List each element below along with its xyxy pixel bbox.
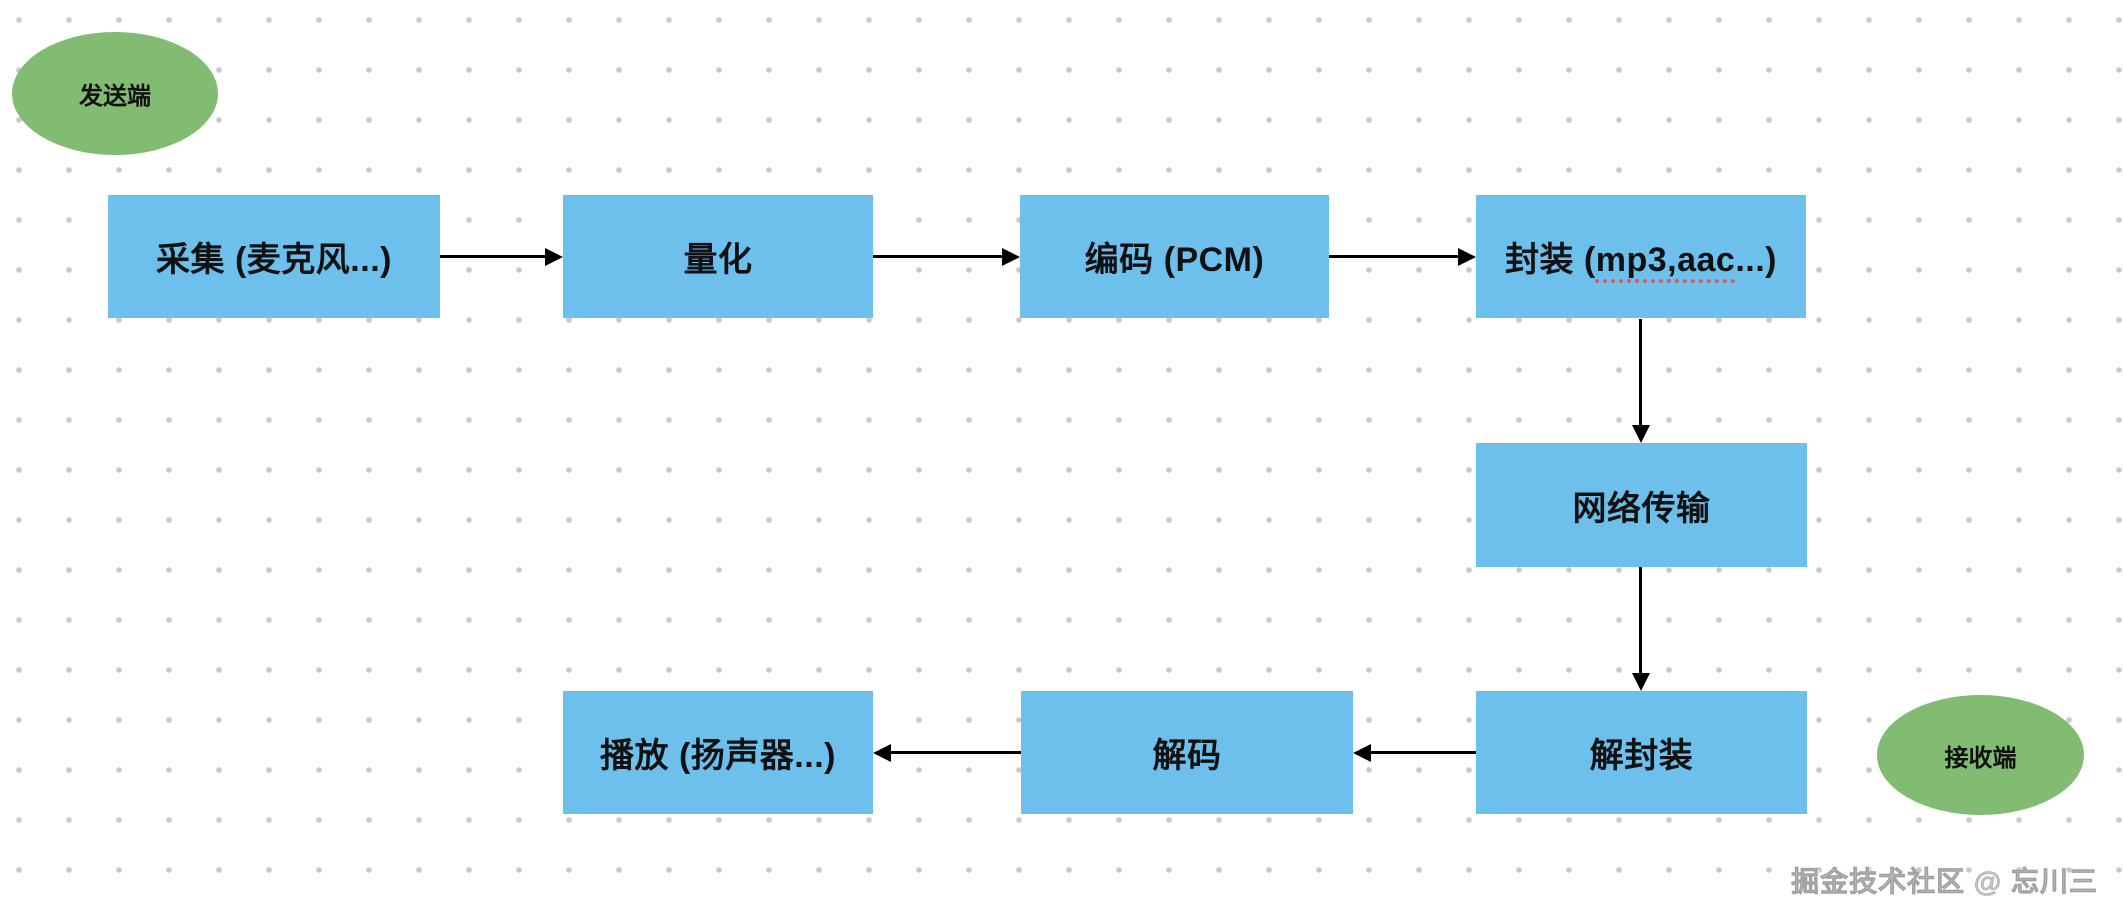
node-decapsulate-label: 解封装 bbox=[1589, 737, 1694, 775]
node-network-label: 网络传输 bbox=[1572, 489, 1711, 528]
node-encode: 编码 (PCM) bbox=[1020, 195, 1329, 318]
node-encode-label: 编码 (PCM) bbox=[1084, 241, 1265, 279]
node-play: 播放 (扬声器...) bbox=[563, 691, 873, 814]
arrow-network-to-decapsulate bbox=[1639, 567, 1642, 673]
receiver-ellipse: 接收端 bbox=[1877, 695, 2084, 815]
arrow-capture-to-quantize bbox=[440, 255, 545, 258]
arrow-encapsulate-to-network bbox=[1639, 319, 1642, 425]
arrow-decapsulate-to-decode bbox=[1371, 751, 1476, 754]
arrow-quantize-to-encode bbox=[873, 255, 1002, 258]
node-encapsulate-suffix: ...) bbox=[1735, 241, 1778, 279]
node-network-transfer: 网络传输 bbox=[1476, 443, 1807, 567]
node-quantize: 量化 bbox=[563, 195, 873, 318]
sender-ellipse: 发送端 bbox=[12, 32, 218, 155]
node-encapsulate-misspelled-text: mp3,aac bbox=[1595, 241, 1736, 279]
node-play-label: 播放 (扬声器...) bbox=[600, 737, 836, 775]
node-encapsulate-prefix: 封装 ( bbox=[1504, 241, 1596, 279]
node-quantize-label: 量化 bbox=[683, 241, 753, 279]
node-decapsulate: 解封装 bbox=[1476, 691, 1807, 814]
receiver-label: 接收端 bbox=[1944, 744, 2017, 772]
node-encapsulate: 封装 (mp3,aac...) bbox=[1476, 195, 1806, 318]
arrow-decode-to-play bbox=[891, 751, 1021, 754]
node-decode: 解码 bbox=[1021, 691, 1353, 814]
arrow-encode-to-encapsulate bbox=[1329, 255, 1458, 258]
node-capture-label: 采集 (麦克风...) bbox=[156, 241, 392, 279]
node-encapsulate-label: 封装 (mp3,aac...) bbox=[1505, 232, 1777, 281]
node-decode-label: 解码 bbox=[1152, 737, 1222, 775]
sender-label: 发送端 bbox=[79, 83, 151, 110]
watermark-text: 掘金技术社区 @ 忘川三 bbox=[1791, 866, 2098, 898]
node-capture: 采集 (麦克风...) bbox=[108, 195, 440, 318]
